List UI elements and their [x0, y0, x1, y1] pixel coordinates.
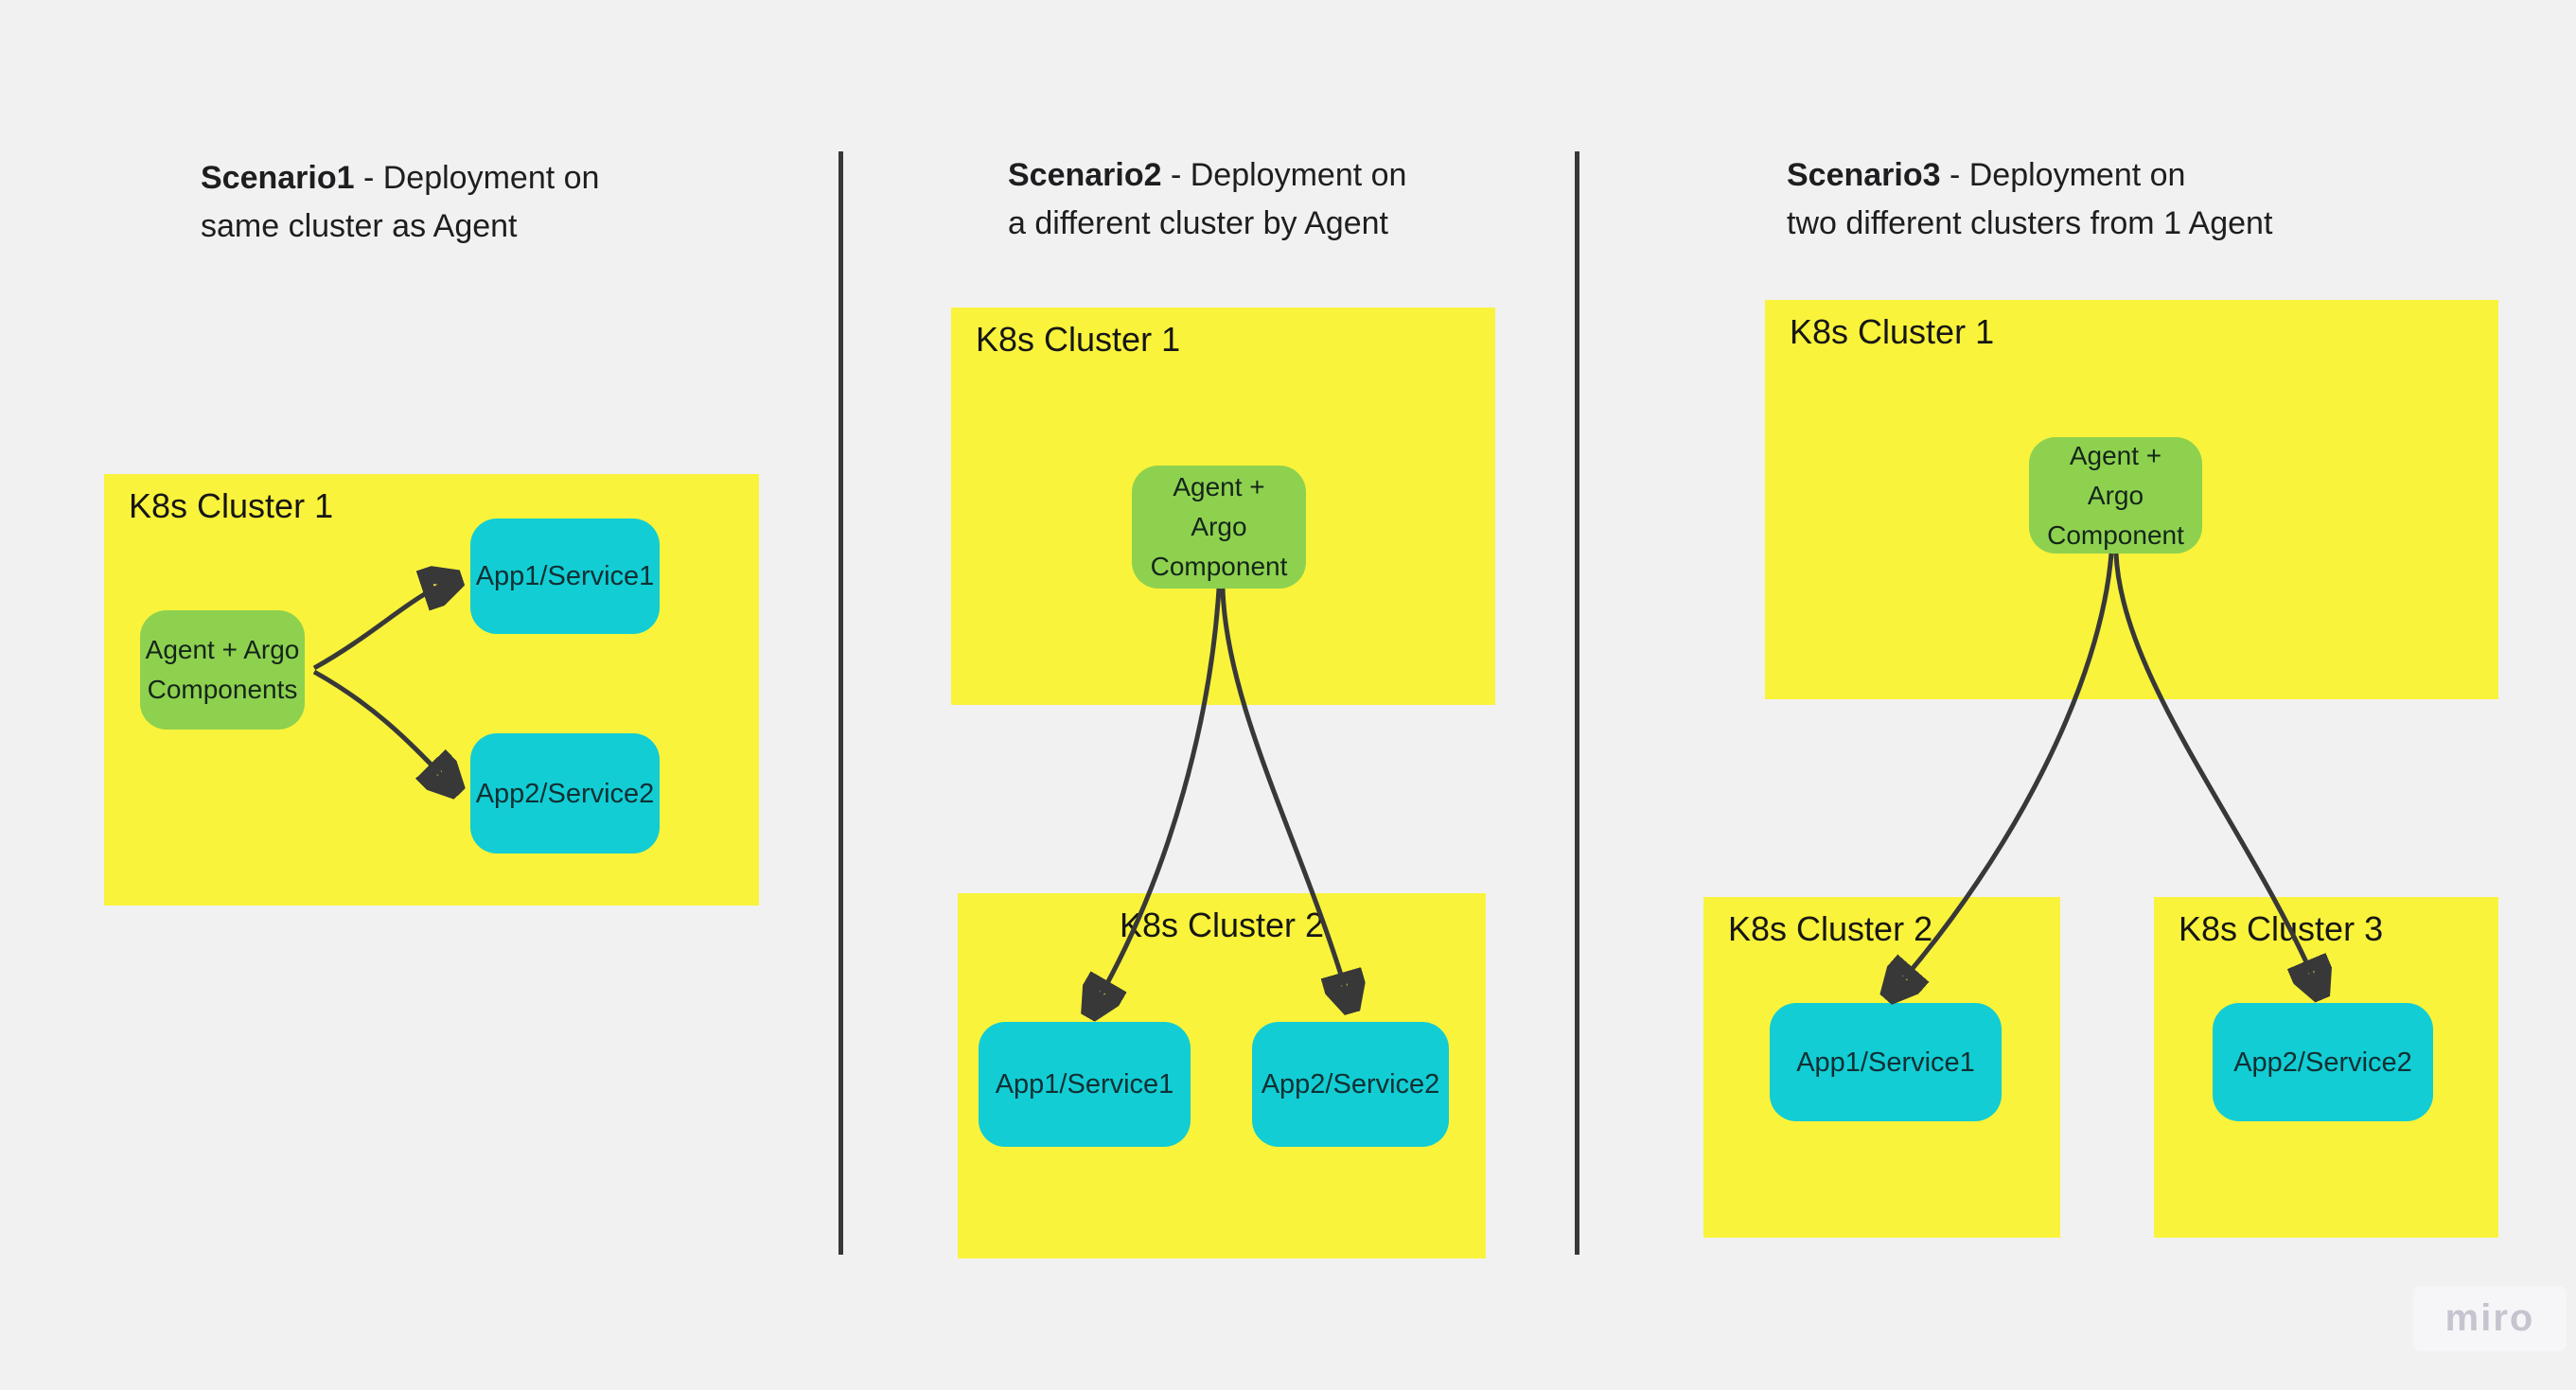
scenario1-title-line2: same cluster as Agent: [201, 208, 518, 244]
scenario2-title: Scenario2 - Deployment on a different cl…: [1008, 151, 1406, 248]
s3-app1-node: App1/Service1: [1770, 1003, 2002, 1121]
s1-app1-node: App1/Service1: [470, 519, 660, 634]
s3-agent-node: Agent + Argo Component: [2029, 437, 2202, 554]
s1-agent-line2: Components: [147, 675, 298, 704]
s2-agent-node: Agent + Argo Component: [1132, 466, 1306, 589]
s3-app2-label: App2/Service2: [2233, 1047, 2412, 1078]
s1-agent-node: Agent + Argo Components: [140, 610, 305, 730]
s1-app1-label: App1/Service1: [475, 561, 655, 591]
s3-agent-line2: Argo: [2087, 480, 2144, 510]
miro-watermark: miro: [2413, 1286, 2567, 1351]
scenario1-title-bold: Scenario1: [201, 160, 355, 196]
s3-cluster3-label: K8s Cluster 3: [2179, 909, 2384, 948]
s1-cluster1-label: K8s Cluster 1: [129, 486, 334, 525]
scenario3-title: Scenario3 - Deployment on two different …: [1787, 151, 2272, 248]
s1-app2-label: App2/Service2: [475, 778, 655, 809]
s2-agent-line1: Agent +: [1173, 472, 1265, 501]
scenario3-title-line1: Scenario3 - Deployment on: [1787, 151, 2272, 200]
s1-agent-line1: Agent + Argo: [145, 635, 300, 664]
scenario1-title-line1: Scenario1 - Deployment on: [201, 154, 599, 202]
scenario2-title-rest: - Deployment on: [1161, 157, 1407, 193]
miro-watermark-label: miro: [2444, 1297, 2535, 1339]
scenario1-title-rest: - Deployment on: [354, 160, 600, 196]
s3-cluster1-label: K8s Cluster 1: [1790, 312, 1995, 351]
scenario-divider-1: [838, 151, 843, 1255]
scenario2-title-bold: Scenario2: [1008, 157, 1162, 193]
s2-cluster1-label: K8s Cluster 1: [976, 320, 1181, 359]
s3-cluster2-label: K8s Cluster 2: [1728, 909, 1933, 948]
scenario3-title-bold: Scenario3: [1787, 157, 1941, 193]
scenario2-title-line2: a different cluster by Agent: [1008, 205, 1388, 241]
s3-app1-label: App1/Service1: [1796, 1047, 1975, 1078]
s2-agent-line3: Component: [1150, 552, 1288, 581]
s2-app1-label: App1/Service1: [995, 1069, 1174, 1100]
scenario1-title: Scenario1 - Deployment on same cluster a…: [201, 154, 599, 251]
scenario3-title-rest: - Deployment on: [1940, 157, 2186, 193]
s3-agent-line1: Agent +: [2069, 440, 2162, 470]
scenario-divider-2: [1575, 151, 1579, 1255]
s2-app1-node: App1/Service1: [979, 1022, 1191, 1147]
s2-agent-line2: Argo: [1191, 512, 1247, 541]
s2-cluster2-label: K8s Cluster 2: [1119, 906, 1325, 944]
s3-app2-node: App2/Service2: [2213, 1003, 2433, 1121]
s1-app2-node: App2/Service2: [470, 733, 660, 853]
s2-app2-label: App2/Service2: [1261, 1069, 1440, 1100]
s3-agent-line3: Component: [2047, 519, 2184, 550]
scenario3-title-line2: two different clusters from 1 Agent: [1787, 205, 2273, 241]
s2-app2-node: App2/Service2: [1252, 1022, 1449, 1147]
scenario2-title-line1: Scenario2 - Deployment on: [1008, 151, 1406, 200]
